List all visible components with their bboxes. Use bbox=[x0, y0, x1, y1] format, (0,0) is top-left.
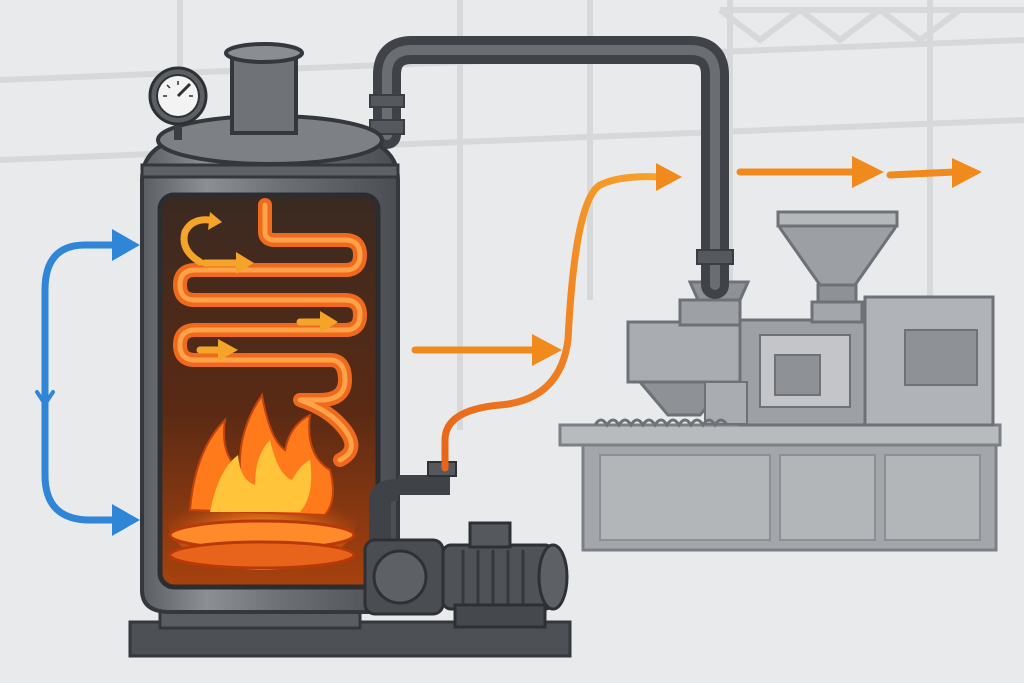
heating-coil bbox=[173, 198, 367, 467]
burner-flame bbox=[167, 392, 357, 570]
supply-pipe bbox=[369, 36, 734, 299]
heat-to-machine bbox=[411, 334, 562, 366]
hopper bbox=[776, 210, 899, 324]
circulation-pump bbox=[363, 461, 569, 629]
heat-out bbox=[736, 156, 982, 188]
hot-supply bbox=[441, 163, 682, 472]
injection-molding-machine bbox=[558, 280, 1002, 552]
pressure-gauge bbox=[148, 66, 208, 140]
screw-thread bbox=[593, 418, 729, 428]
cold-return bbox=[35, 229, 140, 536]
